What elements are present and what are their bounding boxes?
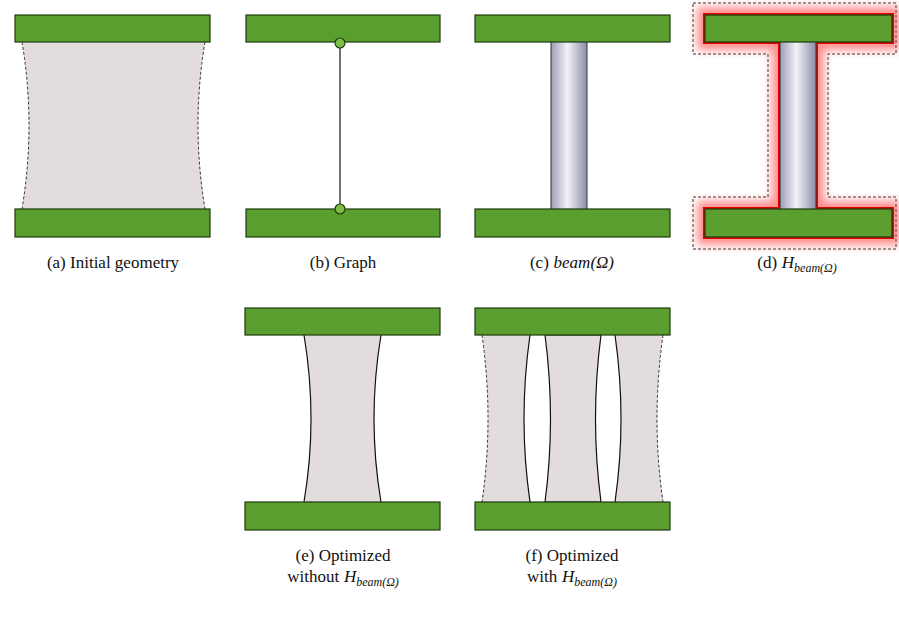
panel-graph (246, 15, 440, 237)
subscript: beam(Ω) (574, 575, 617, 589)
panel-caption: (b) Graph (243, 252, 443, 273)
caption-text: H (782, 253, 794, 272)
caption-text: H (562, 567, 574, 586)
panel-caption: (c) beam(Ω) (472, 252, 672, 273)
panel-beam-field (693, 3, 896, 249)
caption-text: beam(Ω) (554, 253, 614, 272)
caption-text: (b) Graph (310, 253, 377, 272)
panel-optimized-without (245, 308, 440, 530)
caption-text: (d) (757, 253, 777, 272)
panel-initial-geometry (15, 15, 210, 237)
panel-caption: (f) Optimized withHbeam(Ω) (485, 545, 660, 593)
panel-caption: (e) Optimized withoutHbeam(Ω) (256, 545, 431, 593)
panel-optimized-with (475, 308, 670, 530)
panel-caption: (d) Hbeam(Ω) (702, 252, 892, 279)
caption-text: (c) (530, 253, 549, 272)
panel-beam (475, 15, 670, 237)
caption-text: (a) Initial geometry (47, 253, 179, 272)
panel-caption: (a) Initial geometry (13, 252, 213, 273)
subscript: beam(Ω) (356, 575, 399, 589)
caption-text: H (344, 567, 356, 586)
subscript: beam(Ω) (794, 261, 837, 275)
